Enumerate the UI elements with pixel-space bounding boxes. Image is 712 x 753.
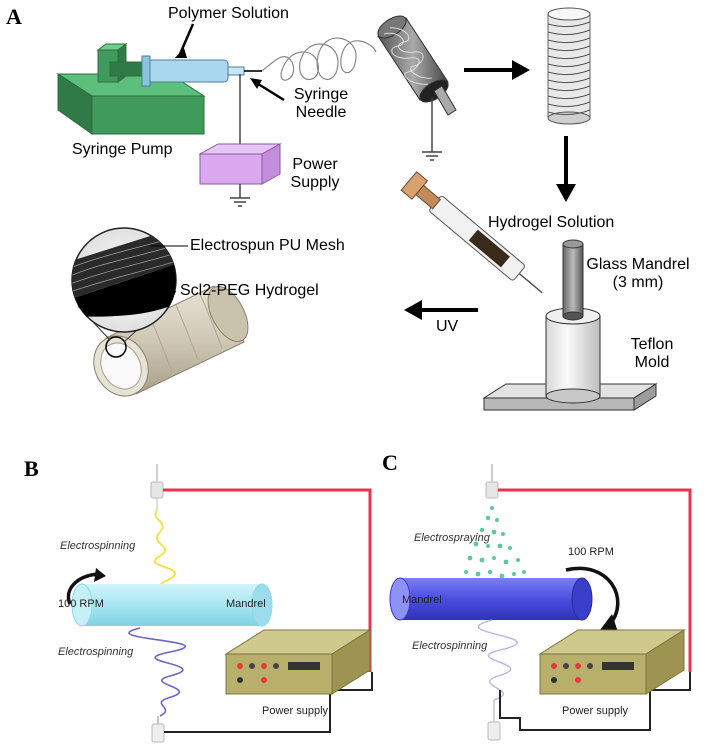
wire-black-c [499, 672, 691, 731]
mandrel-b [71, 583, 273, 627]
power-supply-label-b: Power supply [262, 705, 329, 717]
glass-mandrel-label: Glass Mandrel (3 mm) [582, 256, 694, 293]
wire-red-b [163, 488, 372, 672]
syringe-pump [56, 43, 206, 135]
hydrogel-syringe [400, 171, 543, 294]
rotation-arrowhead-b [94, 568, 106, 582]
power-supply-label-c: Power supply [562, 705, 629, 717]
syringe-needle-label: Syringe Needle [286, 86, 356, 123]
magnifier [71, 227, 188, 343]
teflon-mold [482, 239, 658, 411]
fiber-jet [261, 37, 377, 81]
syringe-needle-label-line1: Syringe [293, 86, 349, 103]
electrospun-mesh-label: Electrospun PU Mesh [190, 237, 345, 254]
panel-b-diagram [66, 464, 373, 743]
teflon-mold-label-line2: Mold [634, 354, 670, 372]
power-supply-label: Power Supply [282, 156, 348, 193]
panel-a-diagram [56, 7, 658, 411]
power-supply-b [224, 629, 372, 695]
power-supply-label-line2: Supply [290, 174, 340, 192]
spray-droplets [464, 506, 526, 579]
rotation-arrow-c [565, 566, 620, 626]
uv-arrow [404, 300, 478, 320]
mandrel-label-b: Mandrel [226, 598, 266, 610]
hydrogel-layer-label: Scl2-PEG Hydrogel [180, 282, 319, 299]
rpm-label-c: 100 RPM [568, 546, 614, 558]
power-supply-c [538, 629, 686, 695]
electrospinning-bottom-label-b: Electrospinning [58, 646, 134, 658]
rotating-collector [377, 15, 457, 161]
rpm-label-b: 100 RPM [58, 598, 104, 610]
teflon-mold-label-line1: Teflon [630, 336, 674, 353]
electrospinning-label-c: Electrospinning [412, 640, 488, 652]
fiber-purple-c [477, 619, 518, 701]
vascular-graft [93, 285, 249, 397]
fiber-purple-b [128, 627, 187, 717]
syringe [141, 55, 262, 87]
mandrel-c [389, 577, 593, 621]
panel-label-b: B [24, 456, 39, 481]
process-arrow-down [556, 136, 576, 202]
panel-c-diagram [389, 464, 692, 741]
panel-label-c: C [382, 450, 398, 475]
mesh-tube [547, 7, 591, 125]
teflon-mold-label: Teflon Mold [620, 336, 684, 373]
syringe-needle-label-line2: Needle [295, 104, 347, 122]
process-arrow-right [464, 60, 530, 80]
electrospinning-top-label-b: Electrospinning [60, 540, 136, 552]
rotation-arrow-b [66, 572, 99, 605]
power-supply-a [198, 74, 282, 207]
syringe-pump-label: Syringe Pump [72, 141, 173, 158]
mandrel-label-c: Mandrel [402, 594, 442, 606]
glass-mandrel-label-line1: Glass Mandrel [586, 256, 690, 273]
wire-red-c [498, 488, 692, 672]
panel-label-a: A [6, 4, 22, 29]
electrospraying-label-c: Electrospraying [414, 532, 490, 544]
polymer-solution-label: Polymer Solution [168, 5, 289, 22]
label-arrows [175, 23, 285, 102]
glass-mandrel-label-line2: (3 mm) [612, 274, 664, 292]
rotation-arrowhead-c [600, 614, 618, 632]
power-supply-label-line1: Power [292, 156, 338, 173]
uv-label: UV [436, 318, 459, 335]
hydrogel-solution-label: Hydrogel Solution [488, 214, 615, 231]
